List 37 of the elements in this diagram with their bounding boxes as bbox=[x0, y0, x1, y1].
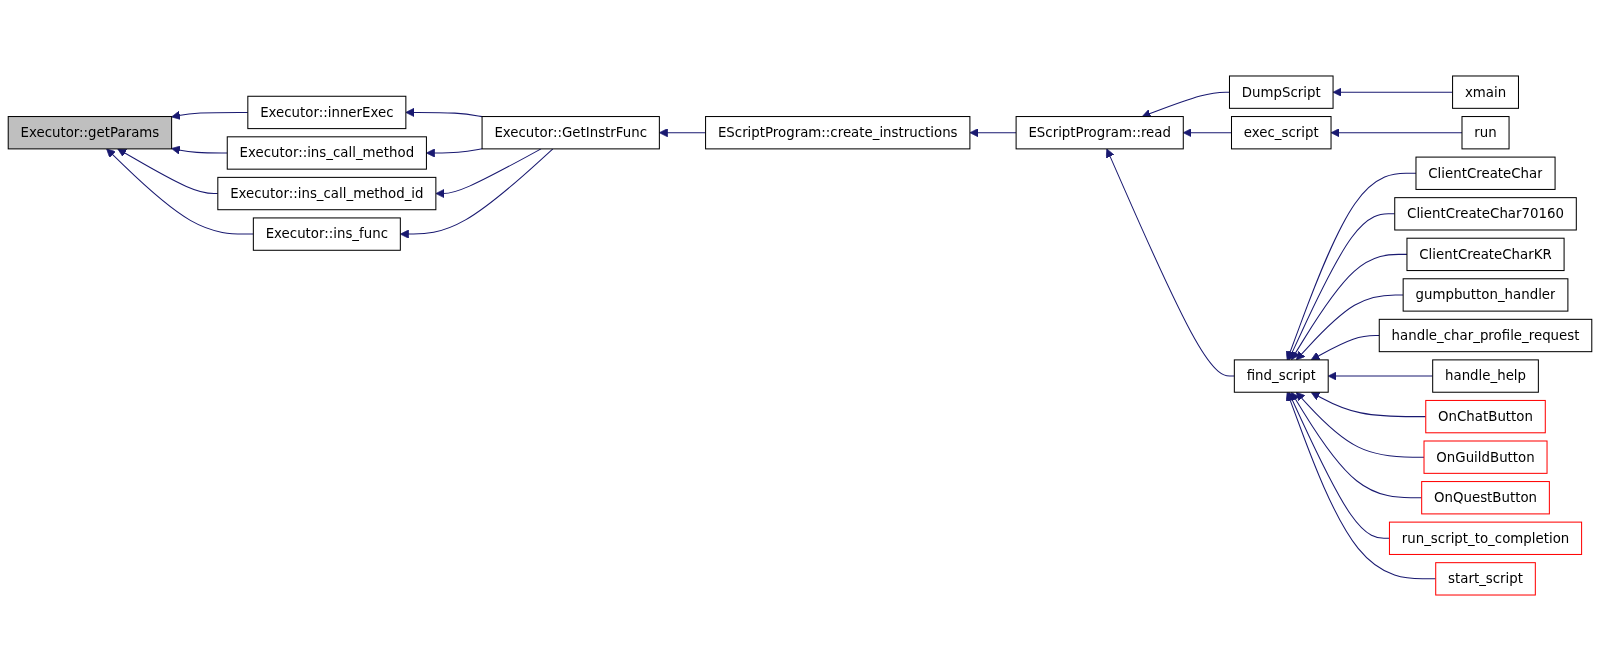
node-box: handle_help bbox=[1432, 359, 1539, 393]
node-box: handle_char_profile_request bbox=[1378, 318, 1593, 353]
arrow bbox=[969, 128, 1017, 138]
node-box: find_script bbox=[1233, 359, 1329, 393]
node-box: OnQuestButton bbox=[1421, 481, 1550, 515]
node-box: OnGuildButton bbox=[1423, 440, 1548, 474]
node-box: OnChatButton bbox=[1425, 399, 1546, 434]
arrow bbox=[435, 148, 542, 199]
arrow bbox=[426, 148, 483, 158]
node-box: ClientCreateChar70160 bbox=[1394, 197, 1577, 231]
arrow bbox=[1288, 391, 1390, 539]
arrow bbox=[106, 148, 254, 235]
node-box: Executor::ins_call_method_id bbox=[217, 176, 437, 211]
node-box: ClientCreateCharKR bbox=[1406, 237, 1565, 272]
node-box: exec_script bbox=[1231, 116, 1332, 150]
node-box: EScriptProgram::create_instructions bbox=[705, 116, 971, 150]
node-box: start_script bbox=[1435, 562, 1536, 596]
node-box: Executor::getParams bbox=[7, 116, 173, 150]
node-box: EScriptProgram::read bbox=[1015, 116, 1184, 150]
node-box: gumpbutton_handler bbox=[1402, 278, 1569, 312]
arrow bbox=[1105, 148, 1235, 377]
node-box: ClientCreateChar bbox=[1415, 156, 1556, 190]
node-box: Executor::innerExec bbox=[247, 95, 407, 130]
node-box: Executor::ins_call_method bbox=[226, 136, 427, 170]
arrow bbox=[1295, 391, 1425, 458]
arrow bbox=[1310, 335, 1380, 361]
node-box: Executor::GetInstrFunc bbox=[481, 116, 660, 150]
node-box: run_script_to_completion bbox=[1388, 521, 1583, 555]
arrow bbox=[1290, 391, 1423, 499]
arrow bbox=[1295, 294, 1404, 361]
node-box: xmain bbox=[1452, 75, 1519, 109]
node-box: run bbox=[1461, 116, 1510, 150]
arrow bbox=[1141, 91, 1230, 118]
node-box: DumpScript bbox=[1228, 75, 1334, 109]
arrow bbox=[405, 107, 483, 118]
arrow bbox=[171, 145, 228, 155]
node-box: Executor::ins_func bbox=[252, 217, 401, 251]
